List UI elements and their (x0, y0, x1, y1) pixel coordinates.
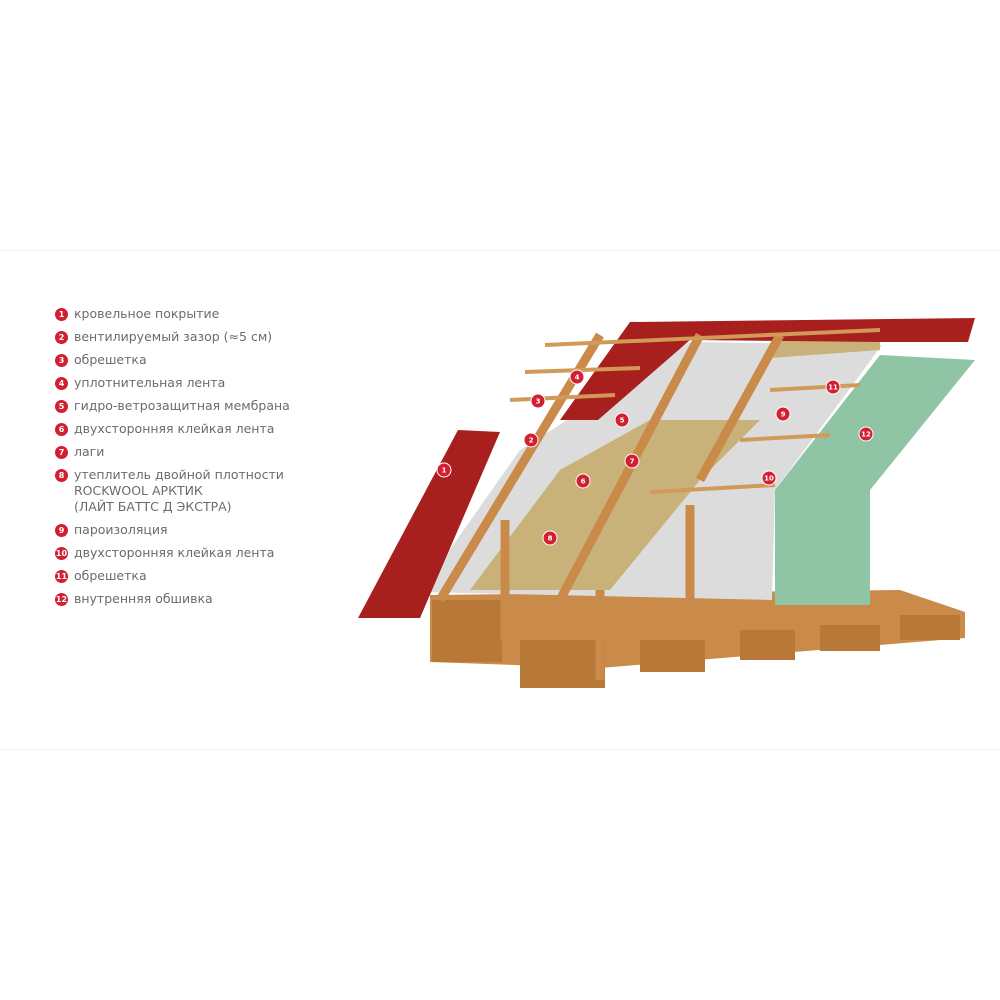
legend-item: 3 обрешетка (55, 352, 355, 368)
legend-item: 7 лаги (55, 444, 355, 460)
legend-label-line: внутренняя обшивка (74, 591, 213, 606)
legend-item: 12 внутренняя обшивка (55, 591, 355, 607)
legend-label-line: гидро-ветрозащитная мембрана (74, 398, 290, 413)
callout-marker: 9 (775, 406, 791, 422)
number-marker: 5 (55, 400, 68, 413)
svg-text:12: 12 (861, 431, 871, 439)
callout-marker: 4 (569, 369, 585, 385)
number-marker: 11 (55, 570, 68, 583)
legend-label: обрешетка (74, 352, 147, 368)
callout-marker: 8 (542, 530, 558, 546)
legend-label-line: ROCKWOOL АРКТИК (74, 483, 203, 498)
number-marker: 1 (55, 308, 68, 321)
legend-label: лаги (74, 444, 104, 460)
svg-text:2: 2 (529, 437, 534, 445)
svg-text:3: 3 (536, 398, 541, 406)
callout-marker: 2 (523, 432, 539, 448)
battens (509, 328, 881, 494)
legend-label-line: двухсторонняя клейкая лента (74, 545, 275, 560)
floor-joists (432, 600, 960, 688)
legend-item: 2 вентилируемый зазор (≈5 см) (55, 329, 355, 345)
legend-label: уплотнительная лента (74, 375, 225, 391)
legend-label: двухсторонняя клейкая лента (74, 545, 274, 561)
inner-lining (775, 355, 975, 605)
legend-label: вентилируемый зазор (≈5 см) (74, 329, 272, 345)
content-band (0, 250, 1000, 750)
legend: 1 кровельное покрытие 2 вентилируемый зазор… (55, 306, 355, 614)
legend-item: 5 гидро-ветрозащитная мембрана (55, 398, 355, 414)
number-marker: 6 (55, 423, 68, 436)
legend-label-line: вентилируемый зазор (≈5 см) (74, 329, 273, 344)
number-marker: 12 (55, 593, 68, 606)
number-marker: 10 (55, 547, 68, 560)
number-marker: 4 (55, 377, 68, 390)
legend-item: 9 пароизоляция (55, 522, 355, 538)
legend-item: 1 кровельное покрытие (55, 306, 355, 322)
legend-label-line: кровельное покрытие (74, 306, 220, 321)
callout-marker: 11 (825, 379, 841, 395)
legend-label: гидро-ветрозащитная мембрана (74, 398, 290, 414)
svg-text:1: 1 (442, 467, 447, 475)
svg-text:5: 5 (620, 417, 625, 425)
svg-text:8: 8 (548, 535, 553, 543)
svg-text:7: 7 (630, 458, 635, 466)
legend-label-line: лаги (74, 444, 105, 459)
callout-marker: 3 (530, 393, 546, 409)
svg-text:10: 10 (764, 475, 774, 483)
legend-item: 4 уплотнительная лента (55, 375, 355, 391)
legend-label-line: обрешетка (74, 568, 147, 583)
legend-item: 6 двухсторонняя клейкая лента (55, 421, 355, 437)
legend-label-line: утеплитель двойной плотности (74, 467, 284, 482)
legend-label-line: двухсторонняя клейкая лента (74, 421, 275, 436)
callout-marker: 1 (436, 462, 452, 478)
legend-label: кровельное покрытие (74, 306, 219, 322)
legend-label: обрешетка (74, 568, 147, 584)
legend-item: 10 двухсторонняя клейкая лента (55, 545, 355, 561)
callout-marker: 7 (624, 453, 640, 469)
legend-label-line: уплотнительная лента (74, 375, 226, 390)
svg-text:9: 9 (781, 411, 786, 419)
number-marker: 7 (55, 446, 68, 459)
svg-text:11: 11 (828, 384, 838, 392)
roof-tiles-top (560, 318, 975, 420)
legend-item: 11 обрешетка (55, 568, 355, 584)
legend-label-line: пароизоляция (74, 522, 168, 537)
legend-label-line: обрешетка (74, 352, 147, 367)
number-marker: 9 (55, 524, 68, 537)
roof-tiles-left (358, 430, 500, 618)
callout-marker: 5 (614, 412, 630, 428)
callout-marker: 12 (858, 426, 874, 442)
number-marker: 8 (55, 469, 68, 482)
number-marker: 2 (55, 331, 68, 344)
legend-label: внутренняя обшивка (74, 591, 213, 607)
number-marker: 3 (55, 354, 68, 367)
legend-label-line: (ЛАЙТ БАТТС Д ЭКСТРА) (74, 499, 232, 514)
legend-label: двухсторонняя клейкая лента (74, 421, 274, 437)
legend-label: пароизоляция (74, 522, 168, 538)
callout-marker: 6 (575, 473, 591, 489)
callout-marker: 10 (761, 470, 777, 486)
svg-text:4: 4 (575, 374, 580, 382)
svg-text:6: 6 (581, 478, 586, 486)
